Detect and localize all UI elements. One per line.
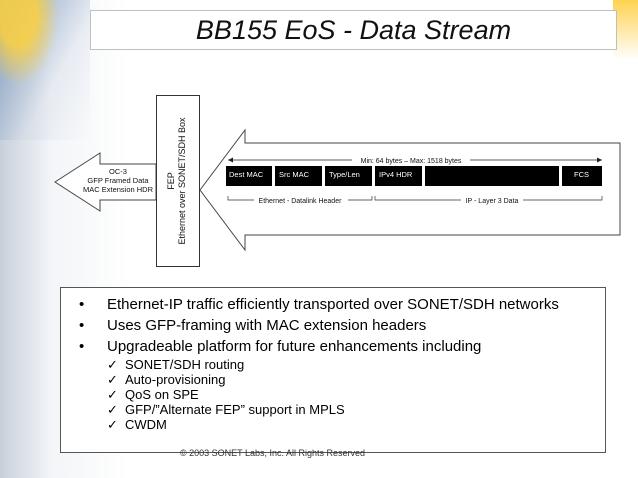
- checkmark-icon: ✓: [107, 402, 118, 417]
- sub-bullet-text: GFP/”Alternate FEP” support in MPLS: [125, 402, 345, 417]
- field-ipv4-hdr-label: IPv4 HDR: [379, 170, 413, 179]
- bullet-list-box: •Ethernet-IP traffic efficiently transpo…: [60, 287, 606, 453]
- fep-label-line-2: Ethernet over SONET/SDH Box: [177, 117, 187, 245]
- ethernet-frame-arrow: [199, 128, 621, 252]
- field-ip-payload: [425, 166, 559, 186]
- field-type-len-label: Type/Len: [329, 170, 360, 179]
- sub-bullet-item: ✓ CWDM: [79, 417, 605, 432]
- decorative-corner-graphic-right: [613, 0, 638, 60]
- sub-bullet-item: ✓ Auto-provisioning: [79, 372, 605, 387]
- field-src-mac-label: Src MAC: [279, 170, 310, 179]
- oc3-label-line-3: MAC Extension HDR: [83, 185, 154, 194]
- fep-box: [156, 95, 200, 267]
- oc3-label-line-2: GFP Framed Data: [87, 176, 149, 185]
- field-dest-mac: [226, 166, 272, 186]
- bullet-item: •Upgradeable platform for future enhance…: [79, 338, 482, 355]
- length-label-bg: [352, 155, 470, 165]
- slide-title: BB155 EoS - Data Stream: [195, 14, 512, 45]
- field-fcs-label: FCS: [574, 170, 589, 179]
- sub-bullet-text: SONET/SDH routing: [125, 357, 245, 372]
- ethernet-header-label-bg: [254, 195, 348, 205]
- checkmark-icon: ✓: [107, 372, 118, 387]
- length-label: Min: 64 bytes – Max: 1518 bytes: [361, 158, 462, 165]
- fep-label-line-1: FEP: [166, 172, 176, 190]
- ip-data-label-bg: [461, 195, 523, 205]
- checkmark-icon: ✓: [107, 417, 118, 432]
- data-stream-diagram: OC-3 GFP Framed Data MAC Extension HDR M…: [54, 128, 621, 252]
- copyright-footer: © 2003 SONET Labs, Inc. All Rights Reser…: [180, 448, 366, 458]
- sub-bullet-item: ✓ GFP/”Alternate FEP” support in MPLS: [79, 402, 605, 417]
- title-box: BB155 EoS - Data Stream: [90, 10, 617, 50]
- field-fcs: [562, 166, 602, 186]
- oc3-label-line-1: OC-3: [109, 167, 127, 176]
- sub-bullet-text: Auto-provisioning: [125, 372, 226, 387]
- ethernet-header-label: Ethernet - Datalink Header: [259, 198, 343, 205]
- bullet-text: Uses GFP-framing with MAC extension head…: [107, 317, 427, 334]
- sub-bullet-item: ✓ QoS on SPE: [79, 387, 605, 402]
- field-dest-mac-label: Dest MAC: [229, 170, 264, 179]
- checkmark-icon: ✓: [107, 357, 118, 372]
- sub-bullet-item: ✓ SONET/SDH routing: [79, 357, 605, 372]
- ip-data-label: IP - Layer 3 Data: [466, 198, 519, 205]
- bullet-text: Ethernet-IP traffic efficiently transpor…: [107, 296, 559, 313]
- bullet-text: Upgradeable platform for future enhancem…: [107, 338, 482, 355]
- decorative-corner-graphic: [0, 0, 90, 140]
- field-src-mac: [275, 166, 322, 186]
- field-type-len: [325, 166, 372, 186]
- bullet-item: •Ethernet-IP traffic efficiently transpo…: [79, 296, 559, 313]
- bullet-item: •Uses GFP-framing with MAC extension hea…: [79, 317, 427, 334]
- sub-bullet-text: QoS on SPE: [125, 387, 199, 402]
- checkmark-icon: ✓: [107, 387, 118, 402]
- field-ipv4-hdr: [375, 166, 422, 186]
- sub-bullet-text: CWDM: [125, 417, 167, 432]
- fep-box-label: FEP Ethernet over SONET/SDH Box: [166, 117, 188, 244]
- length-arrowhead-right: [597, 157, 602, 163]
- length-arrowhead-left: [228, 157, 233, 163]
